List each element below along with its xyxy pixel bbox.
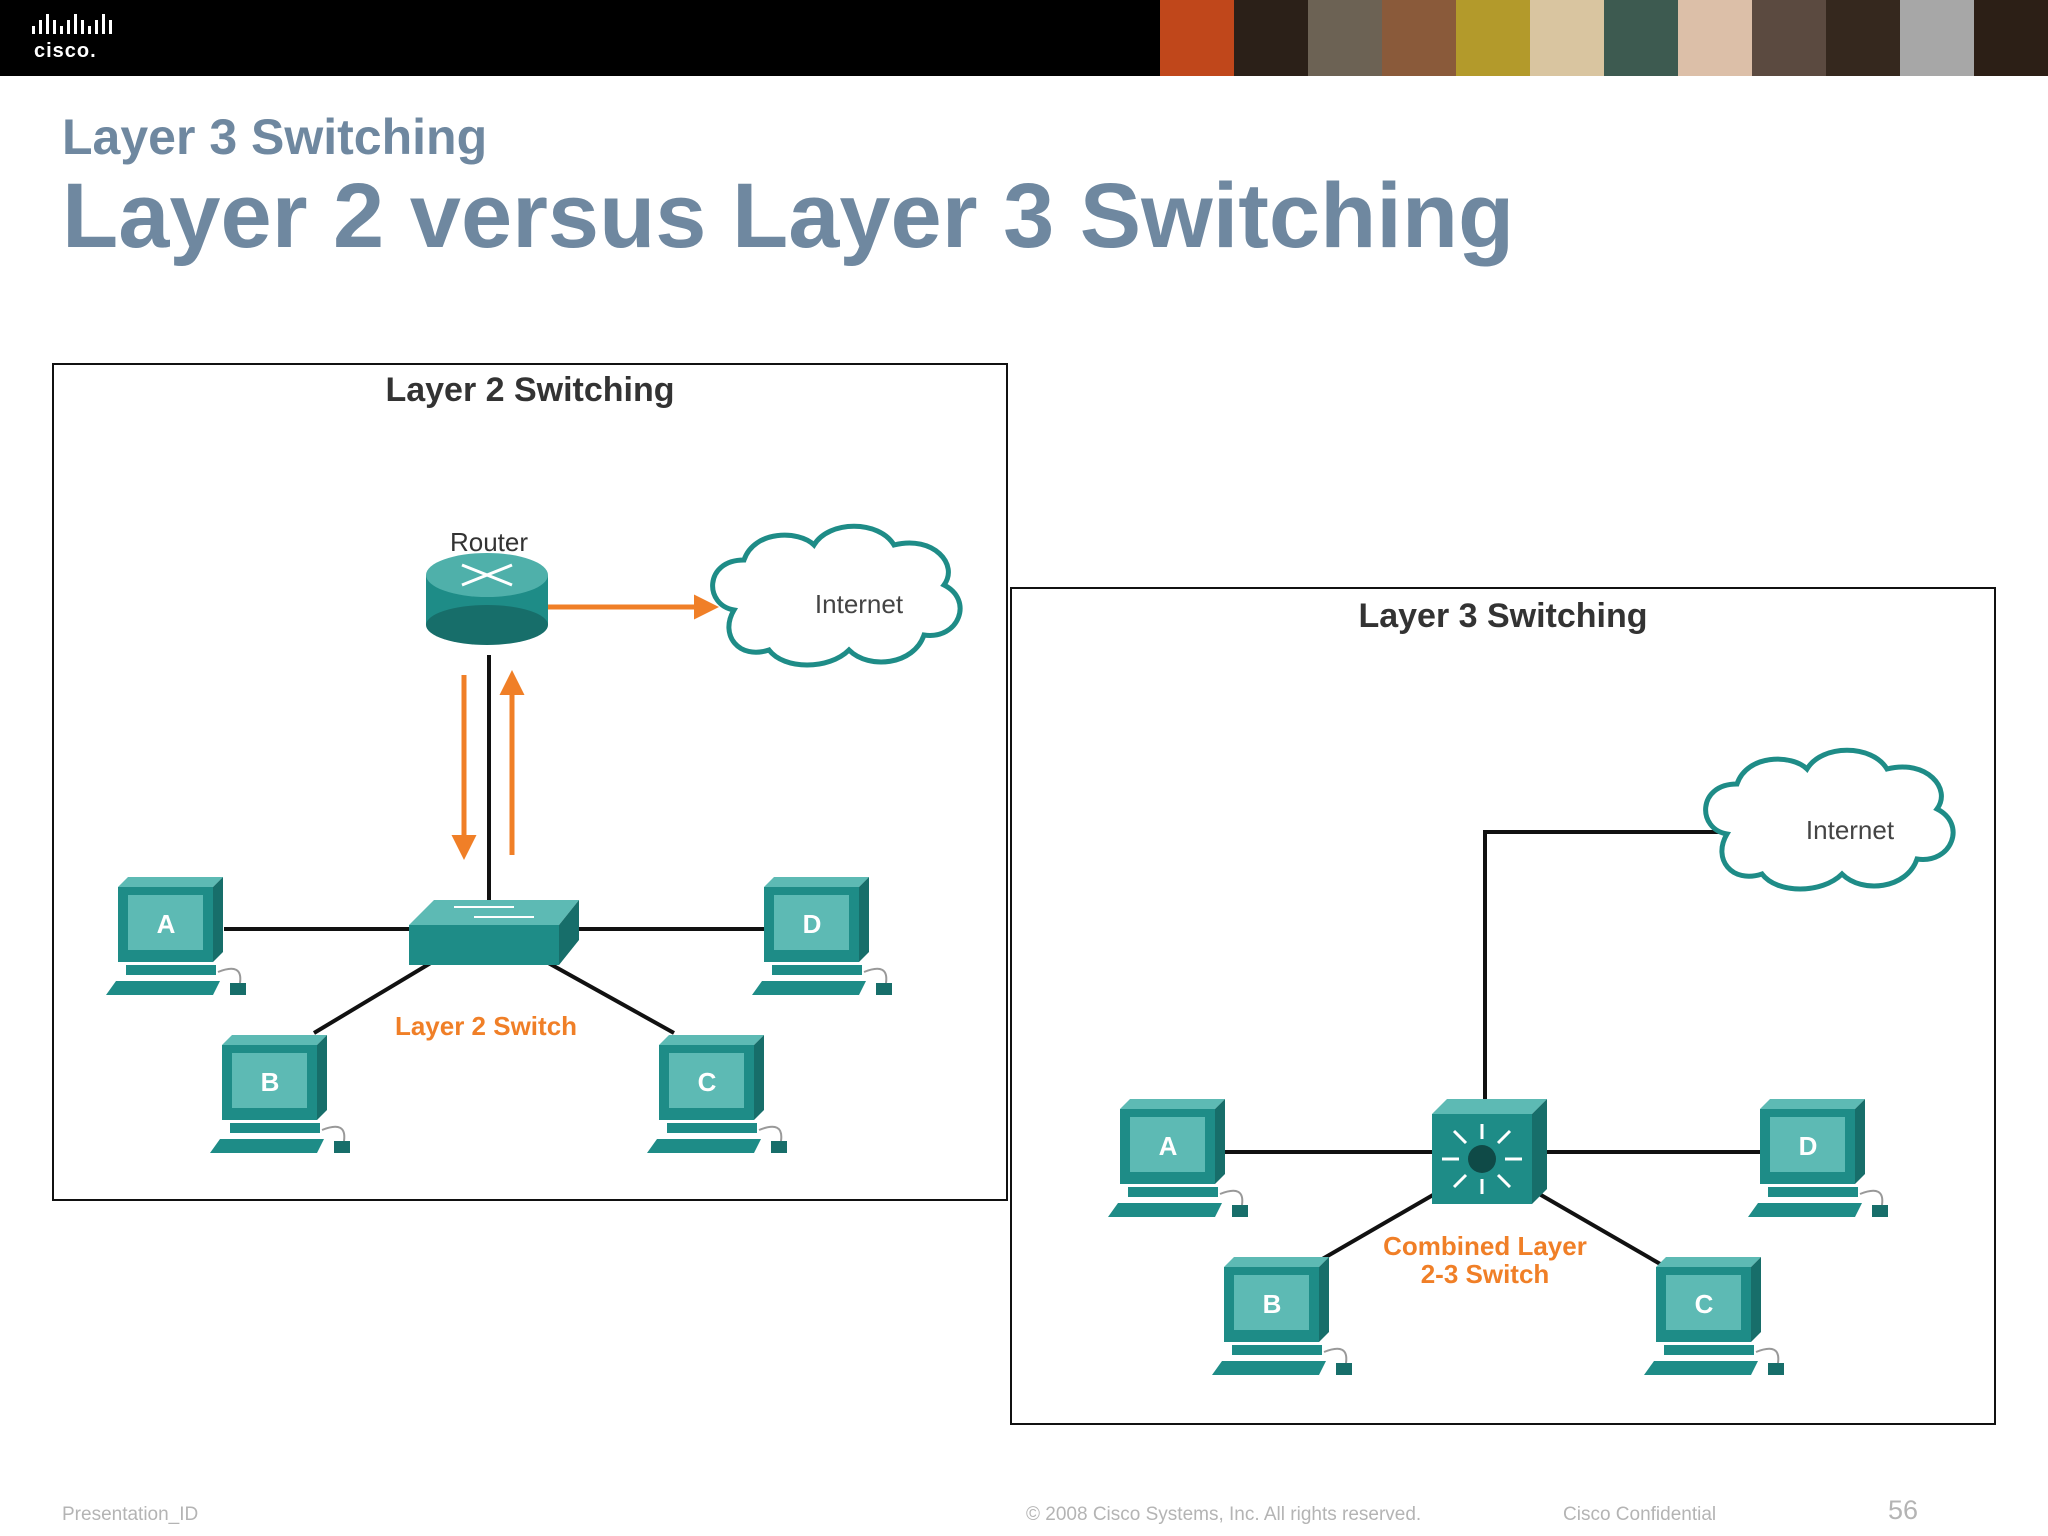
layer2-internet-cloud [710, 523, 963, 668]
multilayer-switch-icon [1432, 1099, 1547, 1204]
layer2-title: Layer 2 Switching [385, 371, 675, 409]
layer3-pc-label: C [1695, 1289, 1714, 1319]
layer2-diagram: Router Internet Layer 2 Switch A B C D [106, 523, 963, 1153]
layer3-pc-d: D [1748, 1099, 1888, 1217]
slide-subtitle: Layer 3 Switching [62, 109, 488, 165]
layer3-pc-b: B [1212, 1257, 1352, 1375]
layer3-pc-c: C [1644, 1257, 1784, 1375]
layer2-traffic-arrows [451, 594, 719, 860]
footer-copyright: © 2008 Cisco Systems, Inc. All rights re… [1026, 1504, 1422, 1525]
cisco-logo: cisco. [28, 10, 138, 66]
header-photo [1160, 0, 1234, 76]
header-photo [1308, 0, 1382, 76]
layer3-links [1222, 830, 1762, 1267]
footer-confidential: Cisco Confidential [1563, 1504, 1717, 1525]
layer2-switch-label: Layer 2 Switch [395, 1011, 577, 1041]
layer3-internet-label: Internet [1806, 815, 1895, 845]
page-number: 56 [1887, 1495, 1918, 1525]
layer3-panel: Layer 3 Switching Internet [1010, 587, 1996, 1425]
header-photo [1604, 0, 1678, 76]
layer3-switch-label-line1: Combined Layer [1383, 1231, 1587, 1261]
header-photo [1974, 0, 2048, 76]
slide-title: Layer 2 versus Layer 3 Switching [62, 165, 1515, 267]
layer3-pc-label: B [1263, 1289, 1282, 1319]
header-photo [1826, 0, 1900, 76]
layer2-links [224, 655, 764, 1035]
layer2-pc-d: D [752, 877, 892, 995]
header-photo-strip [1160, 0, 2048, 76]
header-photo [1678, 0, 1752, 76]
layer3-diagram: Internet Combined Layer 2-3 Switch A B C D [1108, 747, 1956, 1375]
layer2-pc-label: B [261, 1067, 280, 1097]
header-photo [1900, 0, 1974, 76]
header-photo [1530, 0, 1604, 76]
layer3-pc-label: D [1799, 1131, 1818, 1161]
layer2-internet-label: Internet [815, 589, 904, 619]
layer3-internet-cloud [1703, 747, 1956, 892]
layer2-pc-label: A [157, 909, 176, 939]
layer2-pc-c: C [647, 1035, 787, 1153]
layer2-switch-icon [409, 900, 579, 965]
router-icon [426, 553, 548, 645]
layer2-pc-label: C [698, 1067, 717, 1097]
layer2-panel: Layer 2 Switching Router [52, 363, 1008, 1201]
cisco-logo-text: cisco. [34, 40, 97, 62]
layer2-pc-label: D [803, 909, 822, 939]
header-photo [1382, 0, 1456, 76]
header-photo [1752, 0, 1826, 76]
header-photo [1456, 0, 1530, 76]
footer-presentation-id: Presentation_ID [62, 1504, 199, 1525]
header-photo [1234, 0, 1308, 76]
layer3-title: Layer 3 Switching [1358, 597, 1648, 635]
layer3-switch-label-line2: 2-3 Switch [1421, 1259, 1550, 1289]
layer3-pc-label: A [1159, 1131, 1178, 1161]
layer2-pc-b: B [210, 1035, 350, 1153]
router-label: Router [450, 527, 528, 557]
layer2-pc-a: A [106, 877, 246, 995]
cisco-bars-icon [32, 14, 112, 34]
top-banner: cisco. [0, 0, 2048, 76]
layer3-pc-a: A [1108, 1099, 1248, 1217]
